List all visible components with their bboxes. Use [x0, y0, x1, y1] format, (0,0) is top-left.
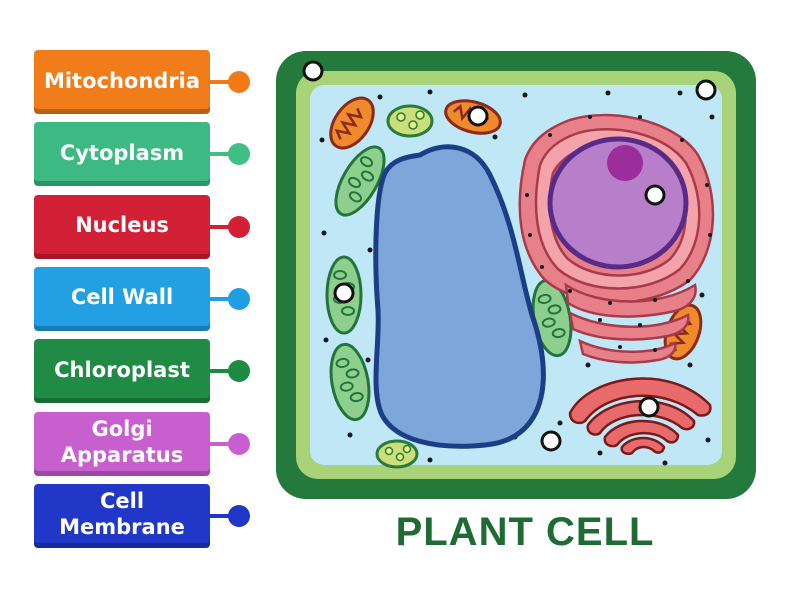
target-cell-membrane[interactable] — [695, 79, 717, 101]
label-cell-wall[interactable]: Cell Wall — [34, 266, 210, 331]
label-connector — [210, 152, 234, 157]
target-chloroplast[interactable] — [333, 282, 355, 304]
plastid — [386, 104, 434, 138]
label-connector — [210, 224, 234, 229]
label-text: Nucleus — [75, 213, 169, 238]
label-connector — [210, 441, 234, 446]
plastid — [375, 439, 419, 469]
label-connector — [210, 369, 234, 374]
drag-handle-mitochondria[interactable] — [228, 71, 250, 93]
label-connector — [210, 296, 234, 301]
target-golgi[interactable] — [638, 396, 660, 418]
label-nucleus[interactable]: Nucleus — [34, 194, 210, 259]
plant-cell-diagram — [276, 51, 756, 499]
label-row-golgi-apparatus[interactable]: Golgi Apparatus — [34, 411, 254, 476]
nucleolus — [607, 145, 643, 181]
drag-handle-cell-membrane[interactable] — [228, 504, 250, 527]
label-row-mitochondria[interactable]: Mitochondria — [34, 50, 254, 114]
label-row-cell-membrane[interactable]: Cell Membrane — [34, 483, 254, 548]
golgi-apparatus — [568, 377, 712, 455]
label-text: Cytoplasm — [59, 140, 185, 165]
target-mitochondria[interactable] — [467, 105, 489, 127]
vacuole — [373, 144, 546, 449]
drag-handle-chloroplast[interactable] — [228, 360, 250, 383]
label-cytoplasm[interactable]: Cytoplasm — [34, 122, 210, 187]
drop-targets — [302, 60, 717, 452]
label-connector — [210, 513, 234, 518]
target-cell-wall-top[interactable] — [302, 60, 324, 82]
target-cytoplasm[interactable] — [540, 430, 562, 452]
chloroplast — [329, 342, 371, 422]
label-text: Mitochondria — [43, 68, 201, 93]
label-row-nucleus[interactable]: Nucleus — [34, 194, 254, 259]
label-chloroplast[interactable]: Chloroplast — [34, 339, 210, 404]
label-row-cell-wall[interactable]: Cell Wall — [34, 266, 254, 331]
label-row-cytoplasm[interactable]: Cytoplasm — [34, 122, 254, 187]
label-text: Cell Membrane — [59, 489, 185, 540]
label-text: Chloroplast — [54, 357, 190, 382]
label-golgi-apparatus[interactable]: Golgi Apparatus — [34, 411, 210, 476]
label-cell-membrane[interactable]: Cell Membrane — [34, 483, 210, 548]
label-text: Cell Wall — [70, 285, 174, 310]
er-ribosomes — [525, 115, 712, 352]
label-row-chloroplast[interactable]: Chloroplast — [34, 339, 254, 404]
label-connector — [210, 80, 234, 84]
drag-handle-nucleus[interactable] — [228, 215, 250, 238]
label-text: Golgi Apparatus — [60, 417, 184, 467]
diagram-title: PLANT CELL — [395, 510, 655, 554]
drag-handle-cytoplasm[interactable] — [228, 143, 250, 166]
drag-handle-cell-wall[interactable] — [228, 287, 250, 310]
label-mitochondria[interactable]: Mitochondria — [34, 50, 210, 114]
nucleus — [547, 136, 689, 270]
mitochondrion — [329, 96, 375, 150]
chloroplast — [334, 145, 386, 217]
drag-handle-golgi-apparatus[interactable] — [228, 432, 250, 455]
target-nucleus[interactable] — [644, 184, 666, 206]
